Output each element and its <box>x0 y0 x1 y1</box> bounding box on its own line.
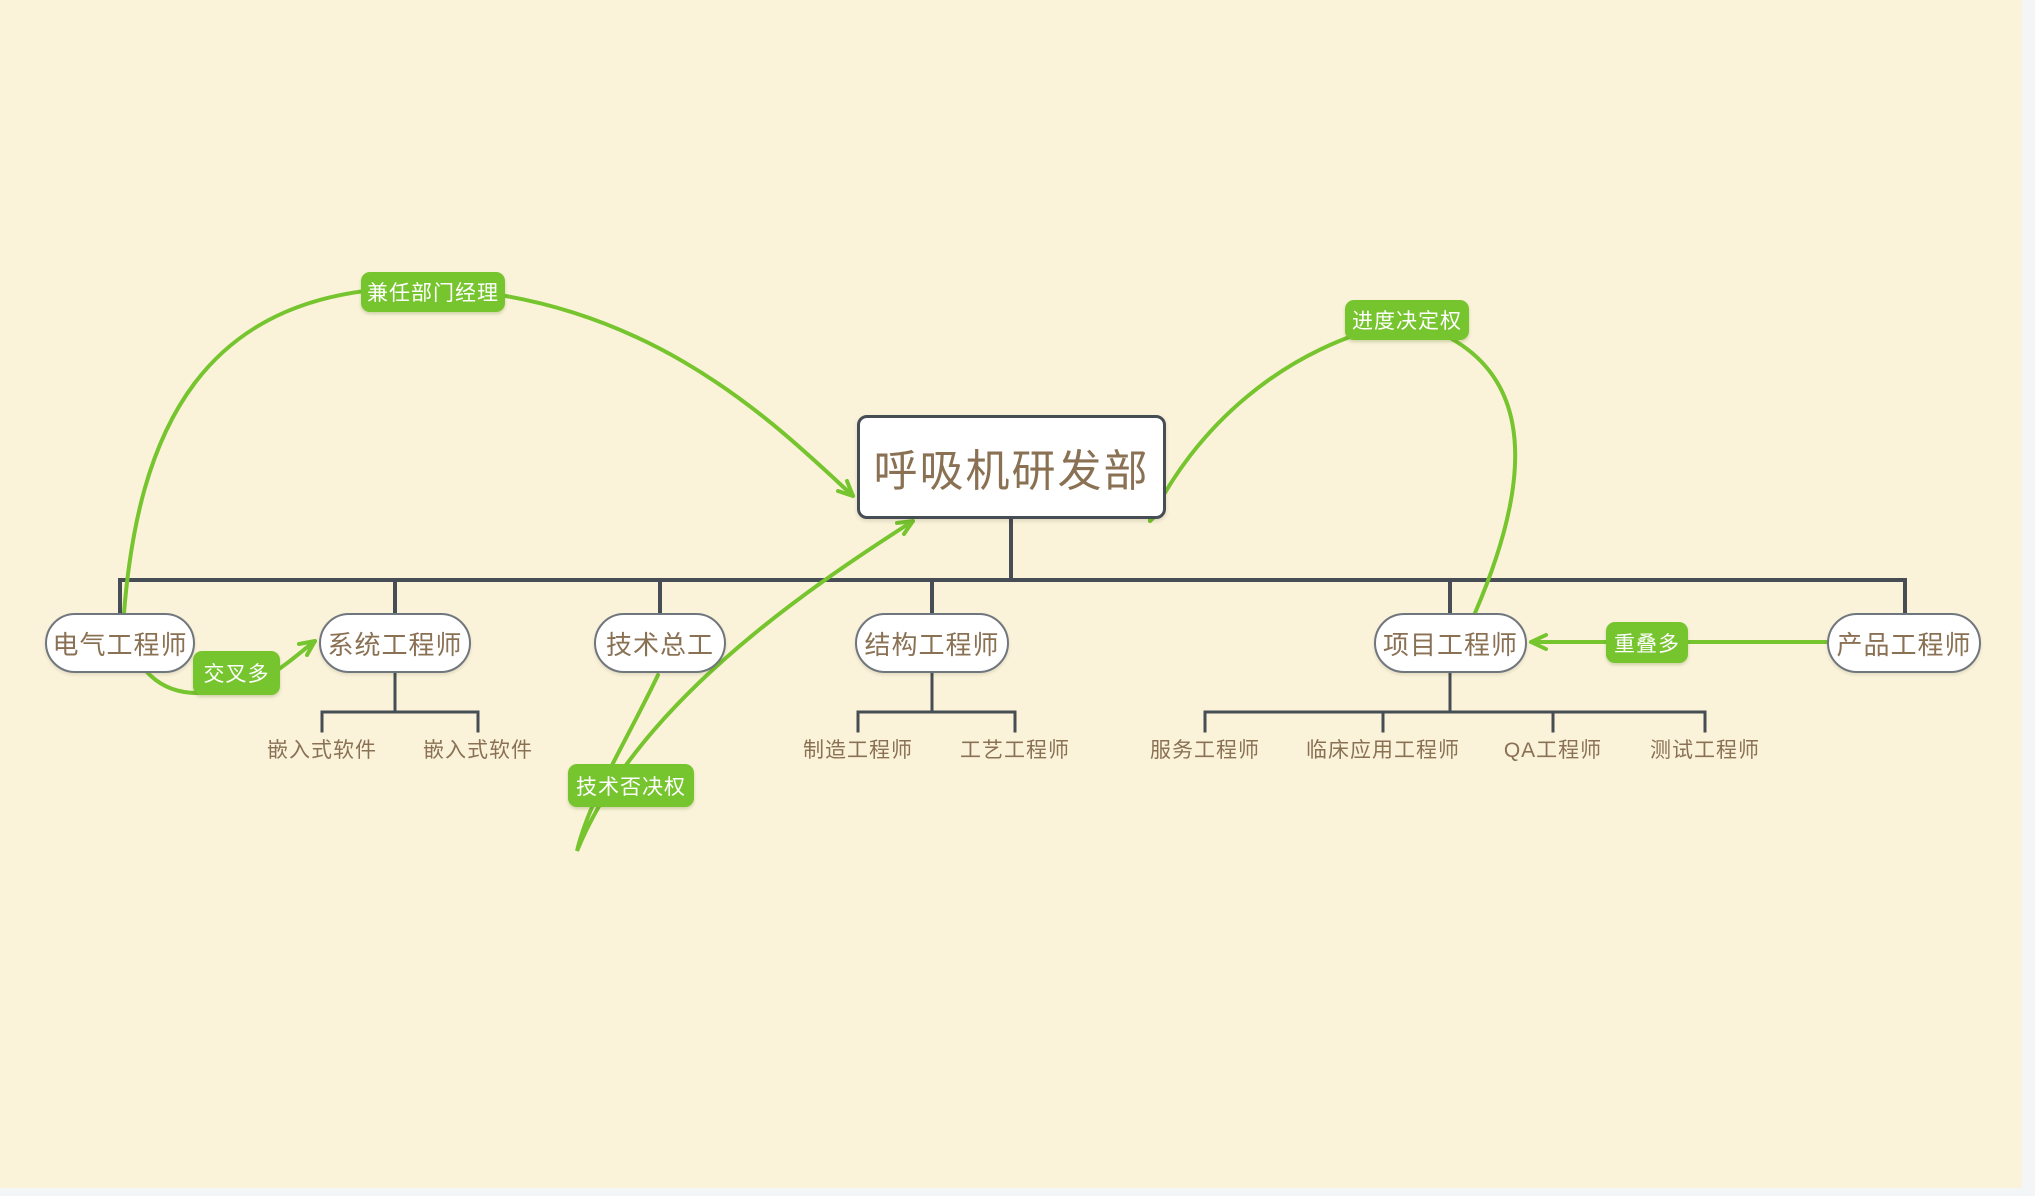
arrowhead-into-project <box>1529 633 1548 651</box>
subtree-lines <box>320 671 1707 733</box>
leaf-manufacturing-engineer[interactable]: 制造工程师 <box>803 739 913 762</box>
leaf-test-engineer[interactable]: 测试工程师 <box>1650 739 1760 762</box>
relation-label-much-overlap[interactable]: 重叠多 <box>1606 622 1688 663</box>
relation-curves <box>122 285 1829 852</box>
leaf-process-engineer[interactable]: 工艺工程师 <box>960 739 1070 762</box>
relation-label-much-crossover[interactable]: 交叉多 <box>193 651 280 695</box>
curve-concurrent-manager <box>122 285 855 615</box>
leaf-clinical-application-engineer[interactable]: 临床应用工程师 <box>1306 739 1460 762</box>
branch-product-engineer[interactable]: 产品工程师 <box>1827 613 1981 673</box>
leaf-service-engineer[interactable]: 服务工程师 <box>1150 739 1260 762</box>
root-node[interactable]: 呼吸机研发部 <box>857 415 1166 519</box>
arrowhead-into-root-left <box>836 479 855 498</box>
curve-schedule-authority <box>1148 318 1518 615</box>
leaf-qa-engineer[interactable]: QA工程师 <box>1503 739 1603 762</box>
branch-project-engineer[interactable]: 项目工程师 <box>1374 613 1527 673</box>
branch-systems-engineer[interactable]: 系统工程师 <box>319 613 471 673</box>
relation-label-tech-veto[interactable]: 技术否决权 <box>568 764 694 807</box>
vertical-scrollbar-track[interactable] <box>2022 0 2035 1196</box>
arrowhead-into-root-bottom <box>895 519 915 536</box>
arrowhead-into-systems <box>297 639 317 657</box>
branch-chief-engineer[interactable]: 技术总工 <box>594 613 726 673</box>
main-tree-lines <box>118 517 1907 615</box>
leaf-embedded-software-1[interactable]: 嵌入式软件 <box>267 739 377 762</box>
relation-label-concurrent-manager[interactable]: 兼任部门经理 <box>361 272 505 312</box>
leaf-embedded-software-2[interactable]: 嵌入式软件 <box>423 739 533 762</box>
branch-electrical-engineer[interactable]: 电气工程师 <box>45 613 195 673</box>
relation-label-schedule-authority[interactable]: 进度决定权 <box>1345 300 1469 340</box>
branch-structural-engineer[interactable]: 结构工程师 <box>855 613 1009 673</box>
horizontal-scrollbar-track[interactable] <box>0 1188 2035 1196</box>
